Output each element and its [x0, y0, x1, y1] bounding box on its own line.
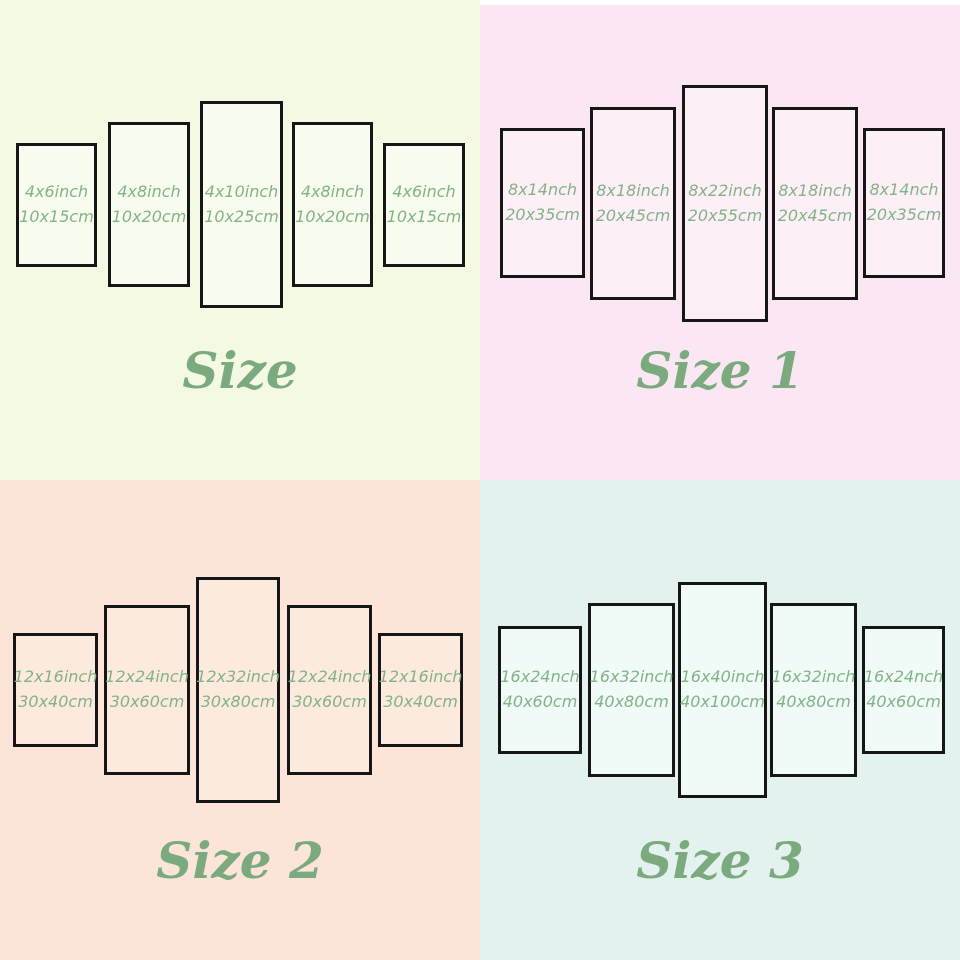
panel-size-inch: 8x14nch	[507, 180, 578, 200]
panel-size-cm: 40x100cm	[680, 692, 765, 711]
panel-size-cm: 10x15cm	[19, 207, 94, 226]
quadrant-title: Size 2	[156, 831, 324, 890]
quadrant-size-1: 8x14nch 20x35cm 8x18inch 20x45cm 8x22inc…	[480, 0, 960, 480]
canvas-panel: 12x16inch 30x40cm	[378, 633, 463, 747]
panel-size-inch: 4x6inch	[392, 182, 456, 202]
canvas-panel: 12x16inch 30x40cm	[13, 633, 98, 747]
panel-size-cm: 10x20cm	[111, 206, 187, 226]
quadrant-title: Size	[182, 341, 298, 400]
canvas-panel: 16x32inch 40x80cm	[588, 603, 675, 777]
panel-size-cm: 20x35cm	[866, 205, 942, 224]
panel-size-inch: 16x24nch	[500, 667, 580, 687]
panel-size-cm: 30x60cm	[109, 692, 185, 711]
canvas-panel: 16x24nch 40x60cm	[862, 626, 945, 754]
canvas-panel: 4x8inch 10x20cm	[108, 122, 190, 287]
panel-size-inch: 16x32inch	[589, 667, 674, 687]
canvas-panel: 8x18inch 20x45cm	[590, 107, 676, 300]
panel-size-inch: 8x18inch	[596, 180, 670, 200]
panel-size-cm: 10x20cm	[295, 206, 370, 226]
quadrant-title: Size 1	[636, 341, 804, 400]
canvas-panel: 4x6inch 10x15cm	[16, 143, 97, 267]
panel-size-inch: 4x10inch	[204, 181, 279, 201]
panel-size-cm: 20x45cm	[595, 205, 671, 225]
panel-size-cm: 10x25cm	[204, 206, 279, 226]
panel-size-cm: 30x40cm	[383, 692, 458, 711]
panel-size-cm: 30x80cm	[200, 692, 276, 711]
canvas-panel: 12x24inch 30x60cm	[104, 605, 190, 775]
canvas-panel: 8x22inch 20x55cm	[682, 85, 768, 322]
panel-size-cm: 20x55cm	[687, 205, 763, 225]
canvas-panel: 16x24nch 40x60cm	[498, 626, 582, 754]
top-white-gap	[480, 0, 960, 5]
canvas-panel: 12x32inch 30x80cm	[196, 577, 280, 803]
quadrant-size-3: 16x24nch 40x60cm 16x32inch 40x80cm 16x40…	[480, 480, 960, 960]
panel-size-cm: 20x35cm	[505, 205, 580, 224]
panel-size-cm: 40x80cm	[594, 692, 669, 711]
canvas-panel: 8x18inch 20x45cm	[772, 107, 858, 300]
quadrant-size: 4x6inch 10x15cm 4x8inch 10x20cm 4x10inch…	[0, 0, 480, 480]
panel-size-inch: 4x8inch	[300, 181, 365, 201]
panel-size-cm: 40x80cm	[776, 692, 851, 711]
quadrant-title: Size 3	[636, 831, 804, 890]
panel-size-cm: 40x60cm	[502, 692, 578, 711]
canvas-panel: 16x32inch 40x80cm	[770, 603, 857, 777]
panel-size-inch: 12x32inch	[196, 667, 280, 687]
panel-size-inch: 8x14nch	[869, 180, 939, 200]
canvas-panel: 4x6inch 10x15cm	[383, 143, 465, 267]
panel-size-inch: 12x16inch	[13, 667, 98, 687]
panel-size-inch: 8x18inch	[778, 180, 852, 200]
panel-size-inch: 12x24inch	[287, 667, 372, 687]
canvas-panel: 8x14nch 20x35cm	[500, 128, 585, 278]
panel-size-inch: 16x24nch	[863, 667, 944, 687]
panel-size-inch: 4x8inch	[117, 181, 181, 201]
panel-size-cm: 40x60cm	[866, 692, 941, 711]
panel-size-inch: 12x16inch	[378, 667, 463, 687]
panel-size-inch: 8x22inch	[688, 180, 762, 200]
panel-size-inch: 12x24inch	[105, 667, 189, 687]
panel-size-cm: 10x15cm	[386, 207, 462, 226]
canvas-panel: 12x24inch 30x60cm	[287, 605, 372, 775]
canvas-panel: 4x10inch 10x25cm	[200, 101, 283, 308]
panel-size-inch: 16x40inch	[680, 667, 765, 687]
panel-size-inch: 16x32inch	[771, 667, 856, 687]
canvas-panel: 8x14nch 20x35cm	[863, 128, 945, 278]
canvas-panel: 16x40inch 40x100cm	[678, 582, 767, 798]
quadrant-size-2: 12x16inch 30x40cm 12x24inch 30x60cm 12x3…	[0, 480, 480, 960]
panel-size-cm: 20x45cm	[777, 205, 853, 225]
panel-size-inch: 4x6inch	[24, 182, 89, 202]
panel-size-cm: 30x40cm	[18, 692, 93, 711]
canvas-panel: 4x8inch 10x20cm	[292, 122, 373, 287]
panel-size-cm: 30x60cm	[292, 692, 367, 711]
